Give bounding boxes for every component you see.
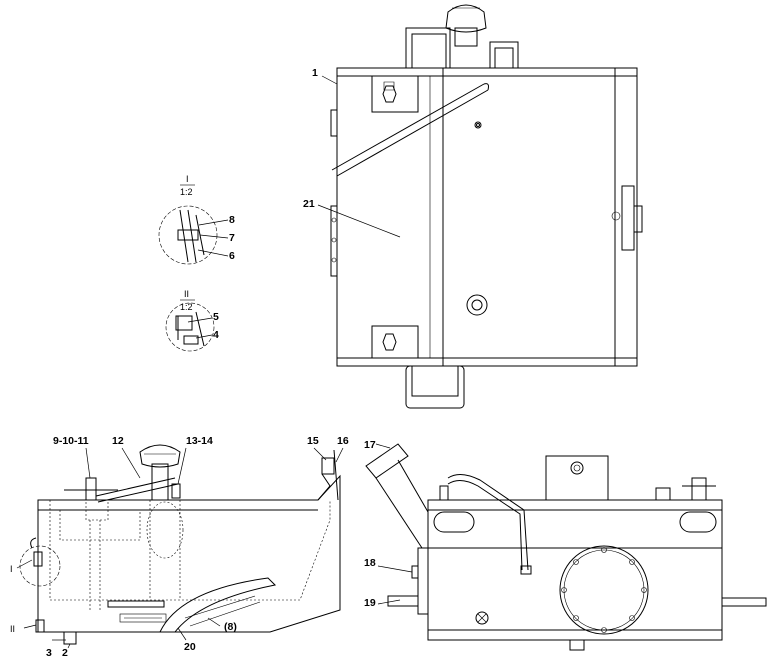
- top-view: [317, 4, 643, 409]
- detail-i-scale: 1:2: [180, 187, 193, 197]
- label-detail-ref-i: I: [10, 564, 13, 574]
- label-parts-13-14: 13-14: [186, 435, 213, 447]
- front-view: [365, 443, 767, 651]
- label-part-20: 20: [184, 641, 196, 653]
- label-part-1: 1: [312, 67, 318, 79]
- label-part-17: 17: [364, 439, 376, 451]
- label-part-8-ref: (8): [224, 621, 237, 633]
- label-part-4: 4: [213, 329, 219, 341]
- label-part-6: 6: [229, 250, 235, 262]
- label-part-21: 21: [303, 198, 315, 210]
- label-part-12: 12: [112, 435, 124, 447]
- label-part-3: 3: [46, 647, 52, 659]
- detail-headers: I 1:2 II 1:2: [180, 174, 193, 312]
- detail-i-name: I: [186, 174, 189, 184]
- label-part-7: 7: [229, 232, 235, 244]
- label-part-5: 5: [213, 311, 219, 323]
- label-part-19: 19: [364, 597, 376, 609]
- label-detail-ref-ii: II: [10, 624, 15, 634]
- detail-i: [158, 184, 229, 265]
- detail-ii: [165, 299, 215, 352]
- part-labels: 1 21 8 7 6 5 4 9-10-11 12 13-14 15 16 17…: [10, 67, 376, 659]
- detail-ii-name: II: [184, 289, 189, 299]
- label-part-18: 18: [364, 557, 376, 569]
- side-view: [16, 444, 344, 649]
- label-part-2: 2: [62, 647, 68, 659]
- detail-ii-scale: 1:2: [180, 302, 193, 312]
- label-parts-9-10-11: 9-10-11: [53, 435, 89, 447]
- label-part-8: 8: [229, 214, 235, 226]
- label-part-16: 16: [337, 435, 349, 447]
- label-part-15: 15: [307, 435, 319, 447]
